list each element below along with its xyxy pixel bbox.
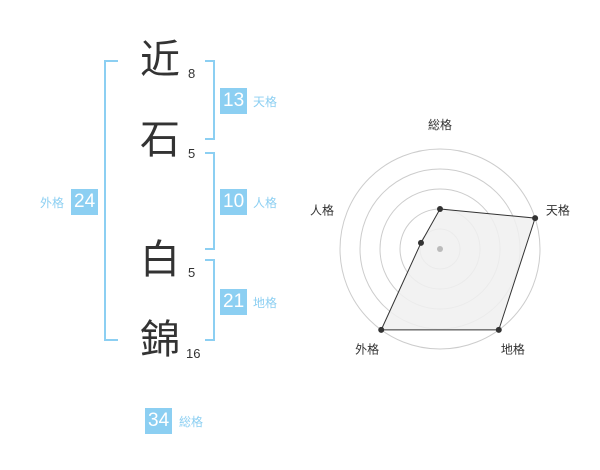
radar-axis-label-4: 外格 bbox=[355, 341, 379, 356]
name-char-1: 近 bbox=[140, 37, 180, 83]
chikaku-label: 地格 bbox=[253, 296, 278, 310]
jinkaku-bracket bbox=[205, 152, 215, 250]
stroke-count-4: 16 bbox=[186, 346, 201, 361]
jinkaku-label: 人格 bbox=[253, 196, 278, 210]
radar-axis-label-3: 地格 bbox=[501, 341, 525, 356]
name-char-4: 錦 bbox=[140, 317, 180, 363]
name-char-2: 石 bbox=[140, 117, 180, 163]
tenkaku-label: 天格 bbox=[253, 95, 278, 109]
radar-center-dot bbox=[437, 246, 443, 252]
gaikaku-bracket bbox=[104, 60, 118, 341]
radar-point-4 bbox=[378, 326, 385, 333]
chikaku-bracket bbox=[205, 259, 215, 341]
radar-area bbox=[380, 208, 536, 331]
name-char-3: 白 bbox=[140, 237, 180, 283]
stroke-count-2: 5 bbox=[188, 146, 196, 161]
soukaku-label: 総格 bbox=[179, 415, 204, 429]
radar-ring-5 bbox=[339, 148, 541, 350]
tenkaku-value: 13 bbox=[220, 88, 248, 114]
radar-axis-label-5: 人格 bbox=[310, 203, 334, 218]
gaikaku-value: 24 bbox=[71, 189, 99, 215]
radar-point-2 bbox=[532, 215, 539, 222]
tenkaku-bracket bbox=[205, 60, 215, 140]
gaikaku-label: 外格 bbox=[40, 196, 65, 210]
chikaku-value: 21 bbox=[220, 289, 248, 315]
soukaku-value: 34 bbox=[145, 408, 173, 434]
stroke-count-3: 5 bbox=[188, 265, 196, 280]
radar-axis-label-2: 天格 bbox=[546, 203, 570, 218]
jinkaku-value: 10 bbox=[220, 189, 248, 215]
radar-axis-label-1: 総格 bbox=[428, 117, 452, 132]
radar-point-3 bbox=[495, 326, 502, 333]
radar-point-5 bbox=[417, 239, 424, 246]
radar-point-1 bbox=[437, 206, 443, 212]
stroke-count-1: 8 bbox=[188, 66, 196, 81]
